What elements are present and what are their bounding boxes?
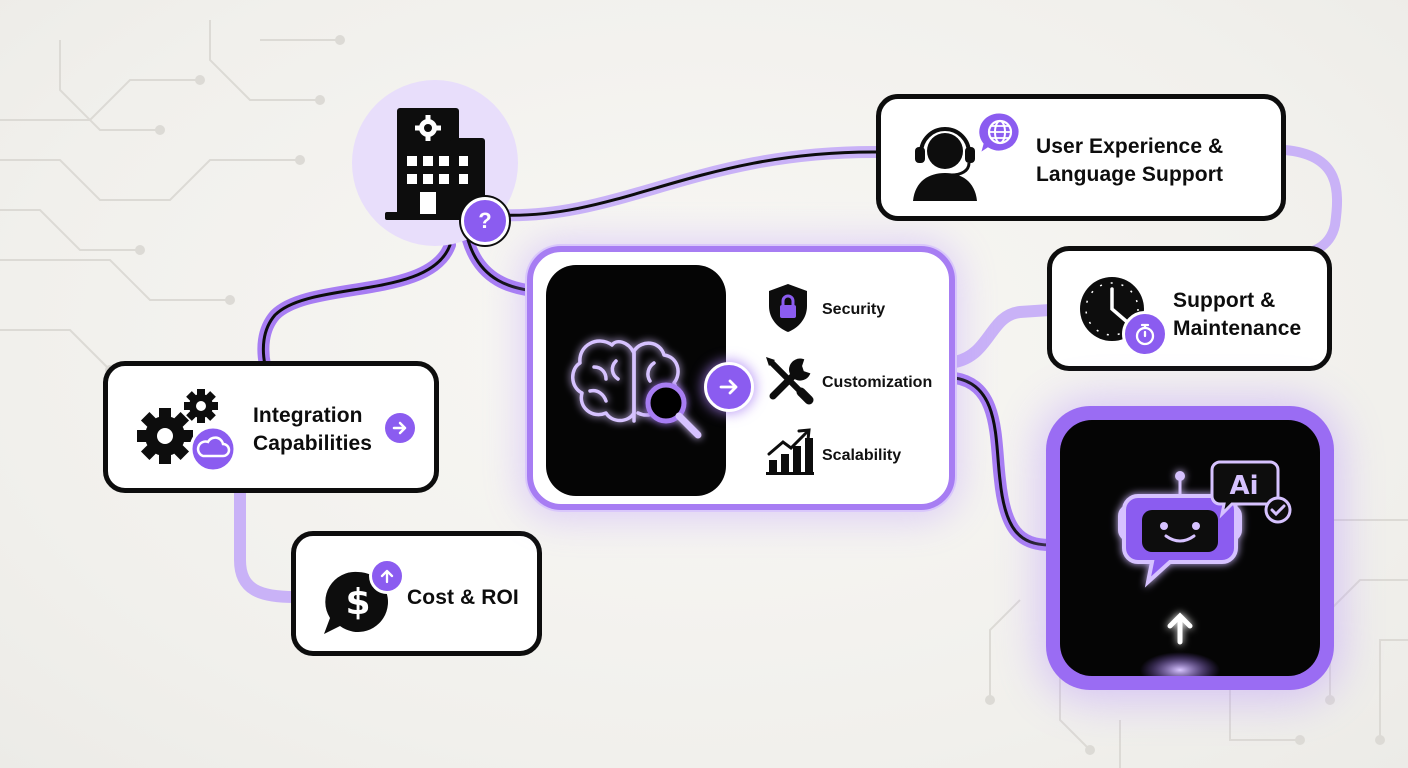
svg-text:Ai: Ai — [1229, 471, 1258, 501]
feature-customization-label: Customization — [822, 374, 933, 391]
user-experience-card[interactable]: User Experience & Language Support — [876, 94, 1286, 221]
gears-cloud-icon — [137, 389, 237, 473]
connector-enterprise-ux — [494, 145, 886, 222]
globe-chat-icon — [976, 110, 1022, 159]
support-maintenance-label: Support & Maintenance — [1173, 289, 1302, 340]
stopwatch-icon — [1135, 323, 1155, 346]
wrench-screwdriver-icon — [766, 357, 814, 405]
check-icon — [1264, 496, 1292, 524]
svg-text:$: $ — [345, 582, 370, 623]
cost-roi-card[interactable]: $ Cost & ROI — [291, 531, 542, 656]
brain-panel — [546, 265, 726, 496]
brain-magnifier-icon — [571, 339, 702, 439]
cost-roi-label: Cost & ROI — [407, 586, 519, 609]
ai-bubble-icon: Ai — [1210, 460, 1280, 519]
integration-capabilities-label: Integration Capabilities — [253, 404, 373, 455]
arrow-right-icon — [719, 379, 738, 395]
robot-icon: Ai — [1118, 460, 1292, 676]
feature-security-label: Security — [822, 301, 886, 318]
user-experience-label: User Experience & Language Support — [1036, 135, 1224, 186]
connector-core-support — [949, 304, 1056, 368]
dollar-speech-bubble-icon: $ — [324, 571, 388, 634]
arrow-up-icon — [380, 569, 394, 584]
question-mark-icon: ? — [478, 208, 492, 233]
core-capabilities-card[interactable]: Security Customization Scalabi — [527, 246, 955, 510]
connector-integration-cost — [234, 484, 301, 603]
shield-lock-icon — [769, 284, 807, 332]
cost-arrow-up-badge — [369, 558, 405, 594]
bar-chart-growth-icon — [766, 428, 814, 475]
headset-agent-icon — [913, 127, 977, 201]
connector-ux-support — [1280, 145, 1343, 260]
arrow-right-icon — [392, 421, 407, 435]
core-arrow-button[interactable] — [704, 362, 754, 412]
question-badge[interactable]: ? — [461, 197, 509, 245]
integration-arrow-button[interactable] — [385, 413, 415, 443]
connector-core-ai — [949, 372, 1056, 551]
ai-bot-card[interactable]: Ai — [1046, 406, 1334, 690]
support-maintenance-card[interactable]: Support & Maintenance — [1047, 246, 1332, 371]
integration-capabilities-card[interactable]: Integration Capabilities — [103, 361, 439, 493]
feature-scalability-label: Scalability — [822, 447, 902, 464]
stopwatch-badge — [1122, 311, 1168, 357]
